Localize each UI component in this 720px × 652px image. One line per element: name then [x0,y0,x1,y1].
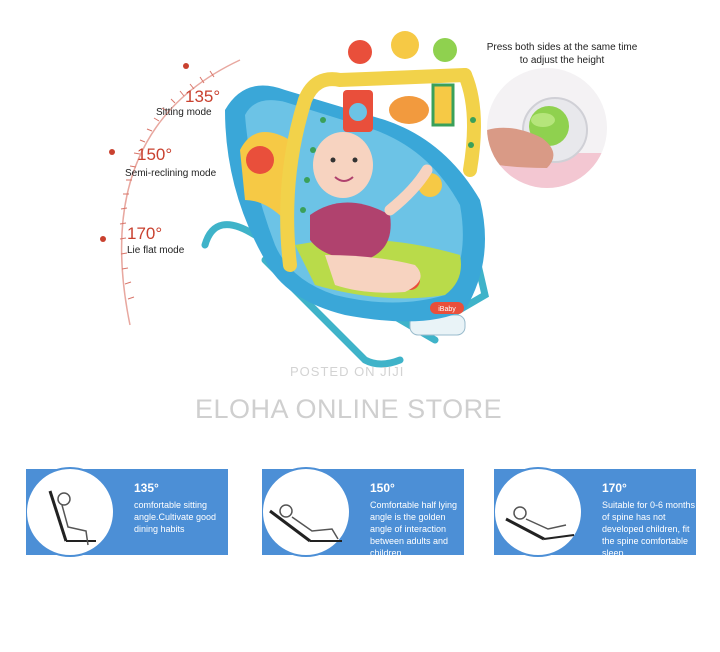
sitting-position-icon [26,467,114,557]
mode-angle-150: 150° [137,145,173,164]
card-170-desc: Suitable for 0-6 months of spine has not… [602,500,696,558]
height-adjust-callout: Press both sides at the same time to adj… [486,42,638,66]
mode-label-semi-reclining: Semi-reclining mode [125,168,217,179]
angle-scale [100,59,241,326]
feature-card-170: 170° Suitable for 0-6 months of spine ha… [494,467,696,558]
card-135-desc: comfortable sitting angle.Cultivate good… [134,500,217,534]
feature-card-150: 150° Comfortable half lying angle is the… [262,467,464,558]
watermark-posted: POSTED ON JIJI [290,364,405,379]
height-adjust-photo [487,68,607,188]
baby-rocker-image: iBaby [201,31,489,368]
semi-reclining-position-icon [262,467,350,557]
feature-card-135: 135° comfortable sitting angle.Cultivate… [26,467,228,557]
mode-label-lie-flat: Lie flat mode [127,245,185,256]
card-135-title: 135° [134,481,159,495]
seat-badge-text: iBaby [438,306,456,313]
mode-angle-170: 170° [127,224,163,243]
watermark-store: ELOHA ONLINE STORE [195,394,503,424]
mode-label-sitting: Sitting mode [156,107,212,118]
card-150-desc: Comfortable half lying angle is the gold… [370,500,458,558]
lie-flat-position-icon [494,467,582,557]
card-170-title: 170° [602,481,627,495]
mode-angle-135: 135° [185,87,221,106]
card-150-title: 150° [370,481,395,495]
